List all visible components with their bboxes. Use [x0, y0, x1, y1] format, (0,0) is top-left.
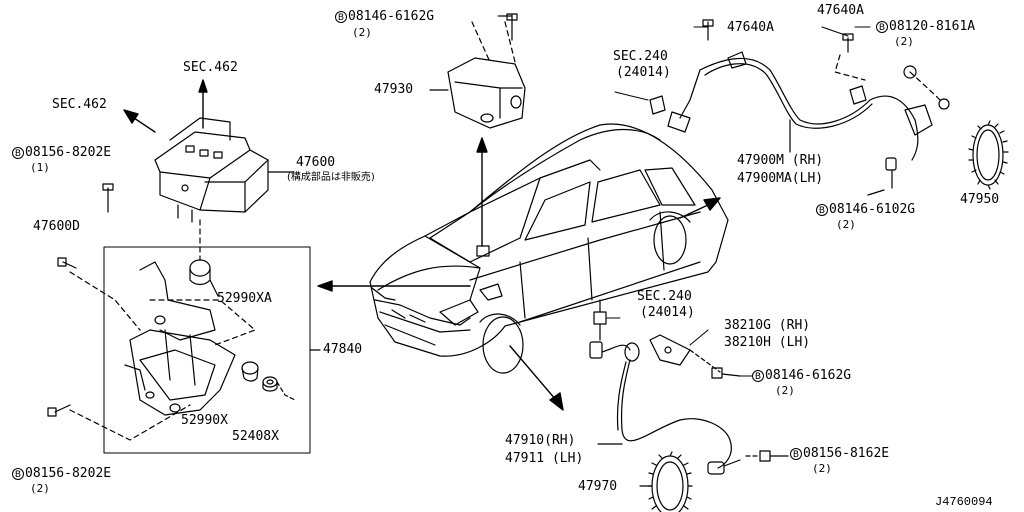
- part-47970-label: 47970: [578, 479, 618, 494]
- diagram-reference-code: J4760094: [935, 495, 993, 509]
- qty-label: (2): [30, 482, 50, 495]
- part-47950-label: 47950: [960, 192, 1000, 207]
- part-47600D-label: 47600D: [33, 219, 80, 234]
- part-38210H-label: 38210H (LH): [724, 335, 811, 350]
- sec240-mid-sub-label: (24014): [640, 305, 695, 320]
- leader-arrows: [123, 79, 721, 411]
- label-leaders: [497, 15, 871, 377]
- rear-sensor-harness-drawing: [649, 19, 950, 196]
- part-38210G-label: 38210G (RH): [724, 318, 811, 333]
- bolt-marker: B: [752, 369, 764, 382]
- bolt-marker: B: [816, 203, 828, 216]
- abs-actuator-drawing: [154, 117, 295, 223]
- part-47640A-label: 47640A: [727, 20, 774, 35]
- bolt-marker: B: [12, 467, 24, 480]
- sec240-mid-label: SEC.240: [637, 289, 692, 304]
- part-47900M-label: 47900M (RH): [737, 153, 824, 168]
- part-47910-label: 47910(RH): [505, 433, 576, 448]
- rear-sensor-rotor-drawing: [968, 120, 1009, 190]
- part-47640A-label-2: 47640A: [817, 3, 864, 18]
- qty-label: (2): [352, 26, 372, 39]
- vehicle-drawing: [369, 123, 729, 374]
- part-47900MA-label: 47900MA(LH): [737, 171, 824, 186]
- part-47600-note: (構成部品は非販売): [287, 172, 375, 183]
- bolt-marker: B: [790, 447, 802, 460]
- sec240-top-label: SEC.240: [613, 49, 668, 64]
- part-47840-label: 47840: [323, 342, 363, 357]
- part-52990XA-label: 52990XA: [217, 291, 272, 306]
- sec462-top-label: SEC.462: [183, 60, 238, 75]
- part-47911-label: 47911 (LH): [505, 451, 584, 466]
- part-52990X-label: 52990X: [181, 413, 228, 428]
- actuator-bracket-drawing: [69, 219, 321, 454]
- qty-label: (2): [775, 384, 795, 397]
- bolt-marker: B: [12, 146, 24, 159]
- sec462-left-label: SEC.462: [52, 97, 107, 112]
- g-sensor-drawing: [429, 13, 526, 129]
- front-sensor-rotor-drawing: [639, 451, 693, 512]
- qty-label: (2): [836, 218, 856, 231]
- front-sensor-drawing: [589, 299, 789, 475]
- qty-label: (2): [894, 35, 914, 48]
- part-47930-label: 47930: [374, 82, 414, 97]
- bolt-marker: B: [335, 10, 347, 23]
- qty-label: (1): [30, 161, 50, 174]
- part-47600-label: 47600: [296, 155, 336, 170]
- sec240-top-sub-label: (24014): [616, 65, 671, 80]
- bolts-left: [47, 183, 114, 417]
- part-52408X-label: 52408X: [232, 429, 279, 444]
- qty-label: (2): [812, 462, 832, 475]
- bolt-marker: B: [876, 20, 888, 33]
